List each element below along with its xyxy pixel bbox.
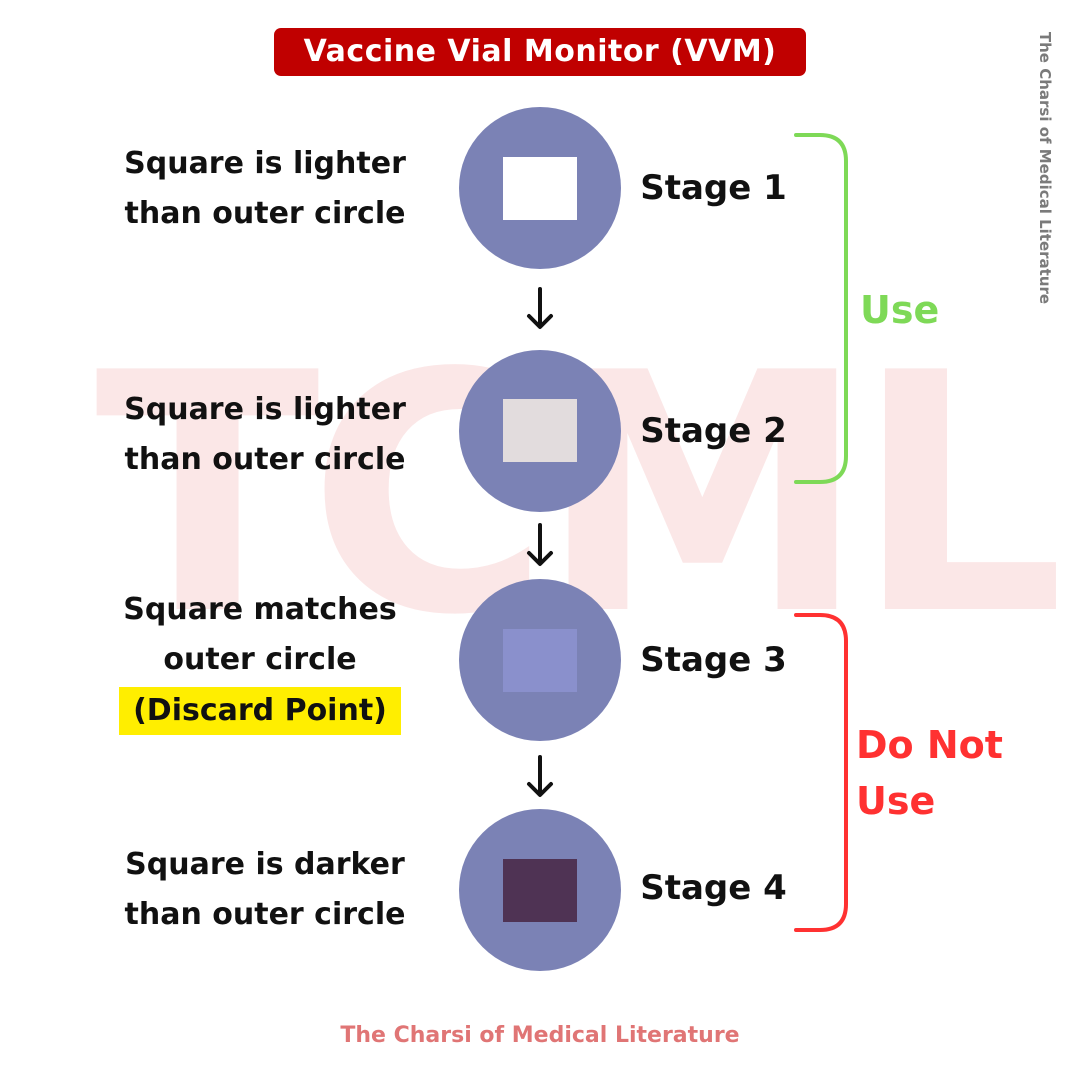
stage-2-description-line: Square is lighter <box>124 392 406 427</box>
stage-3-description: Square matches outer circle (Discard Poi… <box>90 585 430 737</box>
stage-4-description-line: than outer circle <box>124 897 406 932</box>
stage-2-square <box>503 399 577 462</box>
side-credit: The Charsi of Medical Literature <box>1036 31 1054 305</box>
stage-4-square <box>503 859 577 922</box>
arrow-down-icon <box>527 287 553 329</box>
arrow-down-icon <box>527 755 553 797</box>
stage-1-square <box>503 157 577 220</box>
use-label-line: Use <box>860 288 940 332</box>
stage-3-description-line: outer circle <box>163 642 357 677</box>
do-not-use-label-line: Do Not <box>856 723 1003 767</box>
discard-point-highlight: (Discard Point) <box>119 687 401 735</box>
stage-4-label: Stage 4 <box>640 868 787 908</box>
stage-3-label: Stage 3 <box>640 640 787 680</box>
do-not-use-bracket <box>794 613 848 932</box>
use-bracket <box>794 133 848 484</box>
stage-4-description-line: Square is darker <box>125 847 405 882</box>
page-title: Vaccine Vial Monitor (VVM) <box>274 28 806 76</box>
stage-1-description: Square is lighter than outer circle <box>95 139 435 239</box>
do-not-use-label-line: Use <box>856 779 936 823</box>
footer-credit: The Charsi of Medical Literature <box>340 1023 740 1048</box>
stage-1-description-line: Square is lighter <box>124 146 406 181</box>
stage-2-label: Stage 2 <box>640 411 787 451</box>
arrow-down-icon <box>527 523 553 566</box>
stage-1-description-line: than outer circle <box>124 196 406 231</box>
stage-2-description-line: than outer circle <box>124 442 406 477</box>
stage-3-description-line: Square matches <box>123 592 397 627</box>
stage-4-description: Square is darker than outer circle <box>95 840 435 940</box>
do-not-use-label: Do Not Use <box>856 717 1003 829</box>
use-label: Use <box>860 282 939 338</box>
stage-2-description: Square is lighter than outer circle <box>95 385 435 485</box>
stage-3-square <box>503 629 577 692</box>
stage-1-label: Stage 1 <box>640 168 787 208</box>
